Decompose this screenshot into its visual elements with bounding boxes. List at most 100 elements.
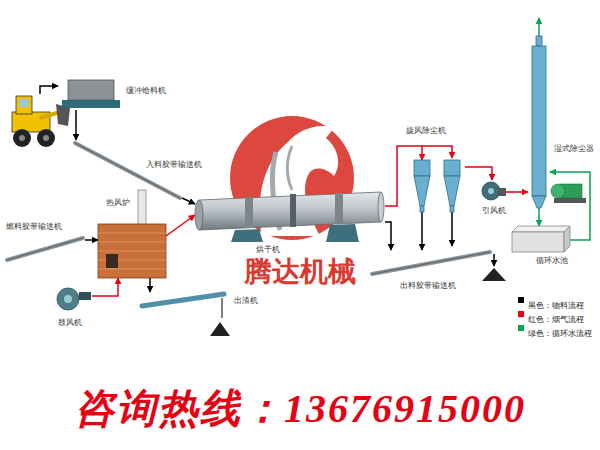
belt-conveyor: 入料胶带输送机 [72, 140, 182, 202]
flow-arrow [465, 167, 492, 180]
wet-scrubber-drawing [532, 46, 546, 196]
cyclone-collector-drawing [450, 206, 454, 212]
cyclone-collector-drawing [414, 160, 430, 176]
equipment-label: 燃料胶带输送机 [6, 222, 62, 232]
cyclone-collector-drawing [414, 160, 460, 212]
wheel-loader [16, 96, 32, 114]
water-pump [554, 198, 586, 203]
blower-fan-drawing [57, 288, 79, 310]
cyclone-collector-drawing [410, 160, 465, 212]
flow-arrow [538, 208, 540, 226]
cyclone-collector-drawing [414, 176, 430, 206]
rotary-dryer-drawing [231, 229, 263, 242]
rotary-dryer-drawing [378, 192, 384, 222]
wheel-loader [19, 99, 29, 107]
flue-gas-arrow [422, 146, 452, 158]
hotline: 咨询热线：13676915000 [0, 386, 600, 432]
equipment-label: 旋风除尘机 [406, 126, 446, 136]
flow-arrow [92, 278, 118, 296]
equipment-label: 热风炉 [106, 198, 130, 208]
water-pool-drawing [512, 232, 564, 252]
buffer-feeder-drawing [62, 80, 120, 110]
induced-draft-fan-drawing [488, 188, 494, 194]
belt-conveyor-drawing [372, 252, 490, 274]
watermark: 腾达机械 [244, 256, 356, 288]
induced-draft-fan: 引风机 [480, 180, 506, 202]
rotary-dryer-drawing [326, 224, 359, 242]
flow-arrow [506, 191, 528, 193]
belt-conveyor-drawing [5, 232, 85, 262]
material-arrow [451, 212, 453, 246]
cyclone-collector-drawing [420, 206, 424, 212]
induced-draft-fan-drawing [482, 182, 500, 200]
wheel-loader [43, 135, 49, 141]
rotary-dryer-drawing [195, 190, 385, 242]
slag-conveyor-drawing [142, 294, 224, 306]
belt-conveyor-drawing [372, 252, 490, 274]
equipment-label: 湿式除尘器 [554, 144, 594, 154]
material-arrow [40, 86, 58, 94]
blower-fan-drawing [79, 292, 91, 300]
rotary-dryer-drawing [290, 194, 296, 227]
product-pile [482, 268, 506, 281]
rotary-dryer-drawing [335, 193, 343, 224]
hot-air-furnace-drawing [98, 233, 166, 269]
wet-scrubber-drawing [528, 36, 550, 208]
equipment-label: 出渣机 [234, 296, 258, 306]
hot-air-furnace-drawing [98, 224, 166, 278]
equipment-label: 烘干机 [256, 245, 280, 255]
hot-air-furnace-drawing [138, 190, 146, 226]
water-pool-drawing [512, 226, 570, 252]
wheel-loader [37, 129, 55, 147]
logo [288, 146, 293, 190]
slag-conveyor-drawing [138, 292, 230, 338]
flow-arrow [182, 198, 195, 204]
flow-arrow [75, 110, 77, 140]
flow-arrow [385, 222, 391, 250]
belt-conveyor: 出料胶带输送机 [370, 250, 495, 278]
buffer-feeder: 缓冲给料机 [62, 80, 120, 110]
blower-fan: 鼓风机 [52, 284, 92, 314]
wheel-loader [19, 135, 25, 141]
belt-conveyor-drawing [75, 143, 180, 198]
rotary-dryer-drawing [195, 200, 203, 230]
slag-conveyor-drawing [222, 298, 223, 318]
logo [230, 116, 354, 240]
rotary-dryer: 烘干机 [195, 190, 385, 242]
legend-swatch [518, 325, 524, 331]
flow-arrow [149, 278, 151, 292]
flow-arrow [166, 215, 195, 236]
equipment-label: 循环水池 [536, 256, 568, 266]
hot-air-furnace-drawing [98, 251, 166, 252]
cyclone-collector-drawing [444, 160, 460, 176]
water-pool: 循环水池 [512, 226, 570, 252]
equipment-label: 引风机 [482, 206, 506, 216]
buffer-feeder-drawing [62, 100, 120, 108]
equipment-label: 缓冲给料机 [126, 86, 166, 96]
blower-fan-drawing [64, 295, 72, 303]
water-pool-drawing [564, 226, 570, 252]
hot-air-furnace-drawing [98, 242, 166, 243]
water-pump [551, 184, 586, 203]
rotary-dryer-drawing [245, 197, 253, 228]
legend-swatch [518, 297, 524, 303]
blower-fan-drawing [52, 284, 92, 314]
slag-conveyor-drawing [210, 322, 230, 336]
cyclone-collector: 旋风除尘机 [410, 160, 465, 212]
flow-arrow [421, 212, 423, 250]
legend-row: 黑色：物料流程 [518, 294, 574, 306]
material-arrow [493, 254, 495, 266]
hot-air-furnace-drawing [106, 254, 118, 268]
flow-arrow [85, 239, 98, 241]
slag-conveyor: 出渣机 [138, 292, 230, 338]
legend-swatch [518, 311, 524, 317]
logo [230, 116, 354, 240]
induced-draft-fan-drawing [480, 180, 506, 202]
belt-conveyor-drawing [75, 143, 180, 198]
belt-conveyor-drawing [370, 250, 495, 278]
buffer-feeder-drawing [68, 80, 114, 100]
wet-scrubber-drawing [536, 36, 542, 46]
equipment-label: 出料胶带输送机 [400, 281, 456, 291]
wet-scrubber: 湿式除尘器 [528, 36, 550, 208]
